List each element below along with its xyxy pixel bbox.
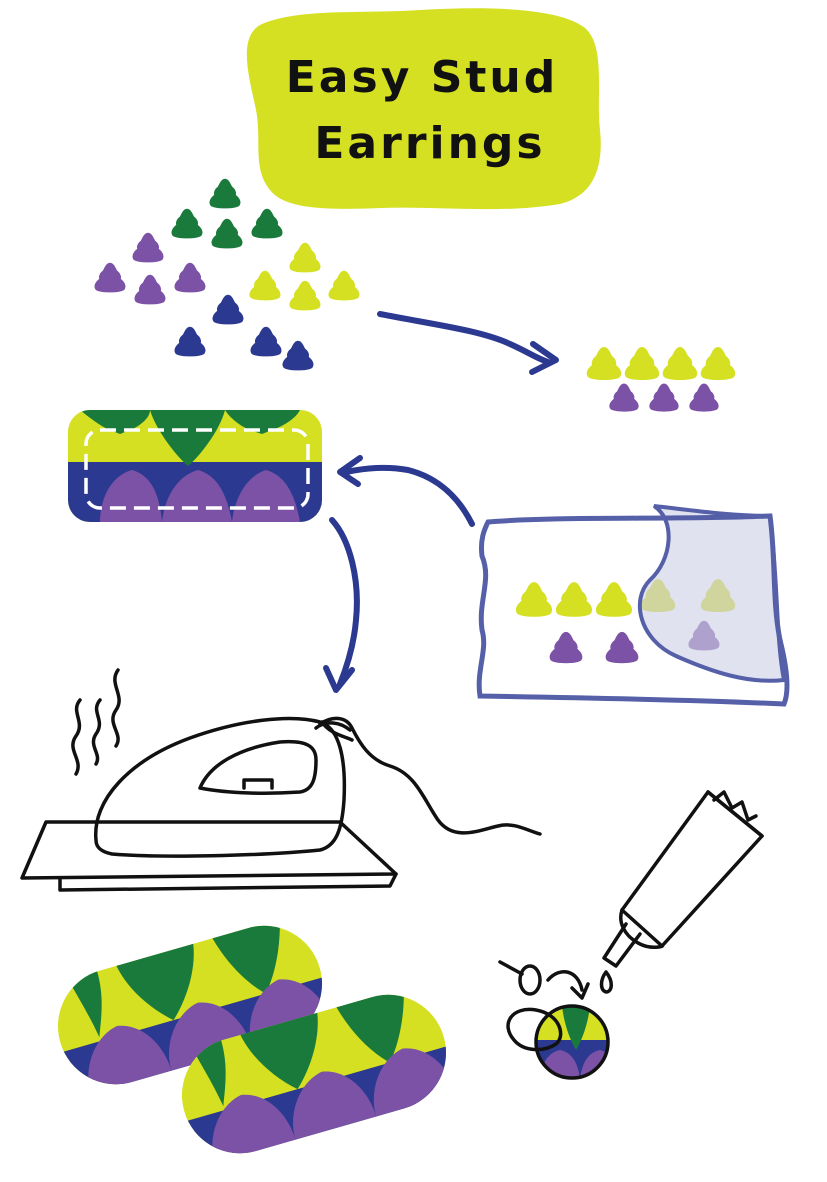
title-line-2: Earrings xyxy=(314,118,545,169)
glue-tube-body xyxy=(620,790,764,948)
pattern-bead-purple xyxy=(649,383,679,412)
fused-beads-trim-icon xyxy=(68,410,322,522)
fused-strips-icon xyxy=(44,912,460,1167)
iron-body xyxy=(94,716,347,858)
steam-icon xyxy=(91,698,102,766)
parchment-paper-icon xyxy=(476,504,790,707)
iron-cord-plug xyxy=(314,720,354,742)
bead-lime xyxy=(328,270,360,301)
pattern-bead-lime xyxy=(662,347,698,380)
stud-outline xyxy=(534,1004,610,1080)
bead-purple xyxy=(94,262,126,293)
paper-bead-lime xyxy=(595,582,633,617)
pattern-bead-purple xyxy=(609,383,639,412)
pattern-bead-lime xyxy=(586,347,622,380)
iron-handle xyxy=(198,739,318,795)
arrow-1 xyxy=(377,311,559,375)
earring-post xyxy=(498,960,524,976)
bead-navy xyxy=(282,340,314,371)
glue-tube-crimp xyxy=(706,790,764,838)
bead-green xyxy=(211,218,243,249)
glue-tube-neck xyxy=(619,908,664,950)
bead-green xyxy=(171,208,203,239)
bead-lime xyxy=(289,280,321,311)
bead-green xyxy=(251,208,283,239)
fused-strip-2 xyxy=(168,981,460,1167)
pattern-bead-purple xyxy=(689,383,719,412)
arrow-2 xyxy=(337,455,475,527)
trim-line xyxy=(84,428,310,510)
bead-purple xyxy=(174,262,206,293)
fused-strip-1 xyxy=(44,912,336,1098)
bead-purple xyxy=(134,274,166,305)
attach-arrow xyxy=(546,969,584,992)
bead-lime xyxy=(249,270,281,301)
iron-cord xyxy=(318,716,542,836)
paper-bead-lime xyxy=(555,582,593,617)
bead-lime xyxy=(289,242,321,273)
glue-tube-nozzle xyxy=(602,922,642,968)
iron-button xyxy=(242,778,274,790)
stud-earring-icon xyxy=(498,960,610,1080)
steam-icon xyxy=(111,668,121,748)
title-blob xyxy=(246,8,601,210)
pattern-bead-lime xyxy=(624,347,660,380)
paper-sheet xyxy=(476,513,790,707)
pattern-bead-lime xyxy=(700,347,736,380)
paper-fold xyxy=(637,504,787,683)
glue-drop xyxy=(599,970,613,994)
ironing-cloth-edge xyxy=(58,872,398,892)
title-line-1: Easy Stud xyxy=(286,52,558,103)
bead-navy xyxy=(212,294,244,325)
iron-icon xyxy=(20,668,542,892)
bead-navy xyxy=(174,326,206,357)
paper-bead-purple xyxy=(605,631,639,664)
bead-purple xyxy=(132,232,164,263)
earring-back xyxy=(518,964,542,996)
bead-green xyxy=(209,178,241,209)
paper-bead-lime xyxy=(515,582,553,617)
glue-tube-icon xyxy=(599,790,764,994)
arrow-3 xyxy=(323,517,360,693)
steam-icon xyxy=(71,698,82,776)
attach-arrow-head xyxy=(570,982,590,1000)
paper-bead-purple xyxy=(549,631,583,664)
stud-pad xyxy=(506,1007,563,1052)
title-badge: Easy Stud Earrings xyxy=(246,8,601,210)
bead-navy xyxy=(250,326,282,357)
